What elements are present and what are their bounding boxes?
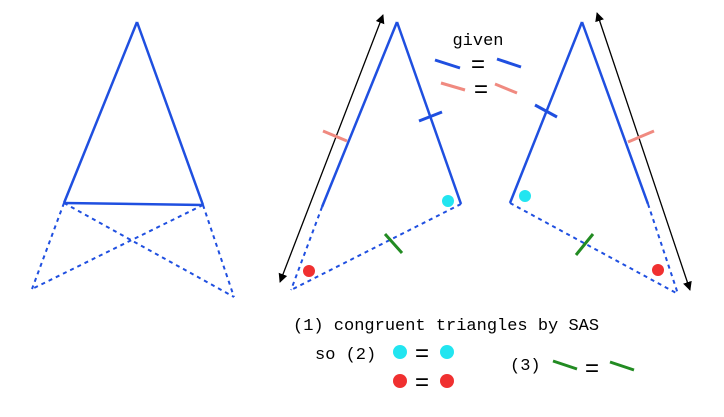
right-triangle bbox=[508, 21, 679, 295]
middle-double-arrow bbox=[278, 14, 385, 283]
step2-label: so (2) bbox=[315, 346, 376, 365]
given-pink-tick-left bbox=[440, 81, 466, 92]
middle-pink-tick bbox=[322, 129, 348, 143]
right-cyan-dot bbox=[519, 190, 531, 202]
given-blue-tick-left bbox=[434, 58, 461, 70]
middle-green-tick bbox=[383, 232, 404, 255]
left-triangle-side-right bbox=[135, 21, 205, 206]
given-label: given bbox=[452, 32, 503, 51]
middle-dashed-base bbox=[290, 203, 462, 291]
right-dashed-lines bbox=[509, 202, 679, 295]
left-figure bbox=[31, 21, 235, 298]
step3-label: (3) bbox=[510, 357, 541, 376]
left-dashed-cross-2 bbox=[31, 204, 204, 290]
step2-cyan-equals: = bbox=[415, 340, 429, 367]
right-double-arrow bbox=[595, 12, 692, 291]
given-blue-equals: = bbox=[471, 51, 485, 78]
middle-blue-tick bbox=[418, 110, 443, 123]
given-pink-tick-right bbox=[494, 82, 518, 95]
left-dashed-extensions bbox=[31, 202, 235, 298]
left-triangle-side-left bbox=[62, 21, 139, 204]
step2-cyan-dot-left bbox=[393, 345, 407, 359]
given-blue-tick-right bbox=[496, 57, 522, 69]
step1-text: (1) congruent triangles by SAS bbox=[293, 317, 599, 336]
step3-green-equals: = bbox=[585, 355, 599, 382]
step3-green-tick-right bbox=[609, 360, 635, 372]
right-pink-tick bbox=[627, 129, 655, 144]
left-triangle-base bbox=[63, 201, 204, 207]
left-dashed-cross-1 bbox=[63, 202, 235, 298]
step2-cyan-dot-right bbox=[440, 345, 454, 359]
right-triangle-side-right bbox=[580, 21, 650, 205]
middle-red-dot bbox=[303, 265, 315, 277]
middle-cyan-dot bbox=[442, 195, 454, 207]
step2-red-equals: = bbox=[415, 369, 429, 396]
right-green-tick bbox=[574, 233, 595, 256]
left-dashed-extension-right bbox=[202, 204, 235, 298]
given-pink-equals: = bbox=[474, 76, 488, 103]
middle-triangle-side-right bbox=[395, 21, 463, 205]
step2-red-dot-left bbox=[393, 374, 407, 388]
right-blue-tick bbox=[534, 103, 558, 119]
right-red-dot bbox=[652, 264, 664, 276]
step2-red-dot-right bbox=[440, 374, 454, 388]
right-dashed-base bbox=[509, 202, 679, 295]
middle-triangle-side-left bbox=[320, 21, 399, 208]
middle-dashed-lines bbox=[290, 203, 462, 291]
step3-green-tick-left bbox=[552, 359, 578, 371]
middle-triangle bbox=[290, 21, 463, 291]
